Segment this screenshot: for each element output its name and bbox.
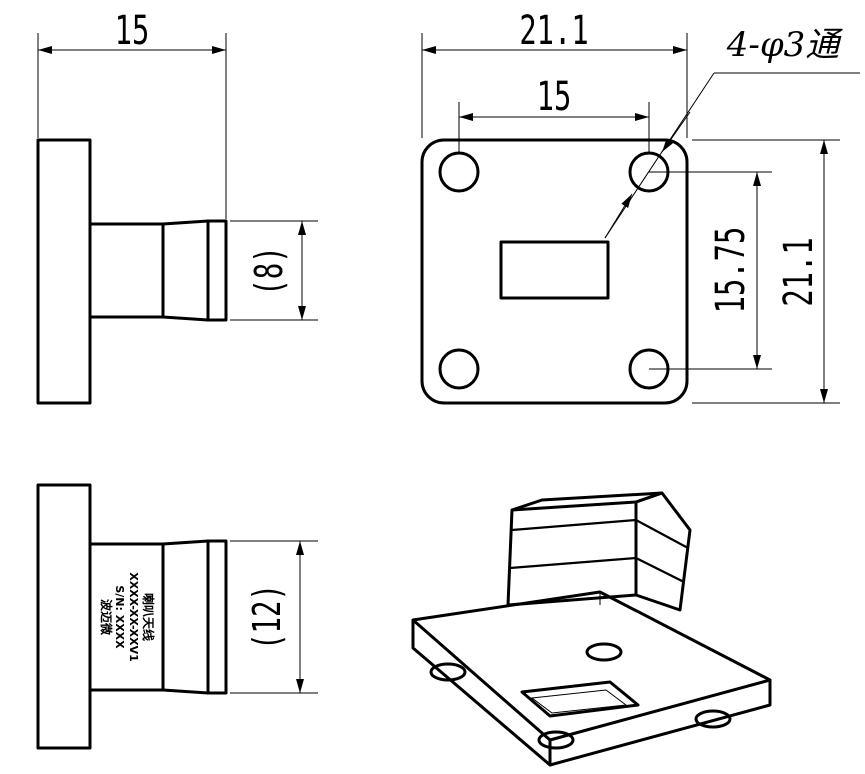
dim-neck-small: (8) [246,246,291,295]
dim-side-length: 15 [115,8,150,54]
dim-neck-large: (12) [244,584,289,650]
dim-hole-spacing: 15 [537,74,572,120]
dim-overall-height: 21.1 [776,237,822,306]
flange-face-view: 21.1 15 4-φ3通 15.75 21.1 [420,8,860,405]
label-line3: S/N: XXXX [113,585,126,649]
side-view-bottom: 喇叭天线 XXXX-XX-XXV1 S/N: XXXX 波迈微 (12) [36,483,318,750]
dim-top-width: 21.1 [519,8,588,54]
hole-note: 4-φ3通 [726,25,844,65]
product-label: 喇叭天线 XXXX-XX-XXV1 S/N: XXXX 波迈微 [99,572,156,662]
label-line2: XXXX-XX-XXV1 [127,572,140,662]
side-view-top: 15 (8) [36,8,318,405]
label-line4: 波迈微 [99,599,114,636]
dim-hole-pitch: 15.75 [708,227,754,314]
isometric-view [411,491,772,767]
label-line1: 喇叭天线 [141,593,156,641]
